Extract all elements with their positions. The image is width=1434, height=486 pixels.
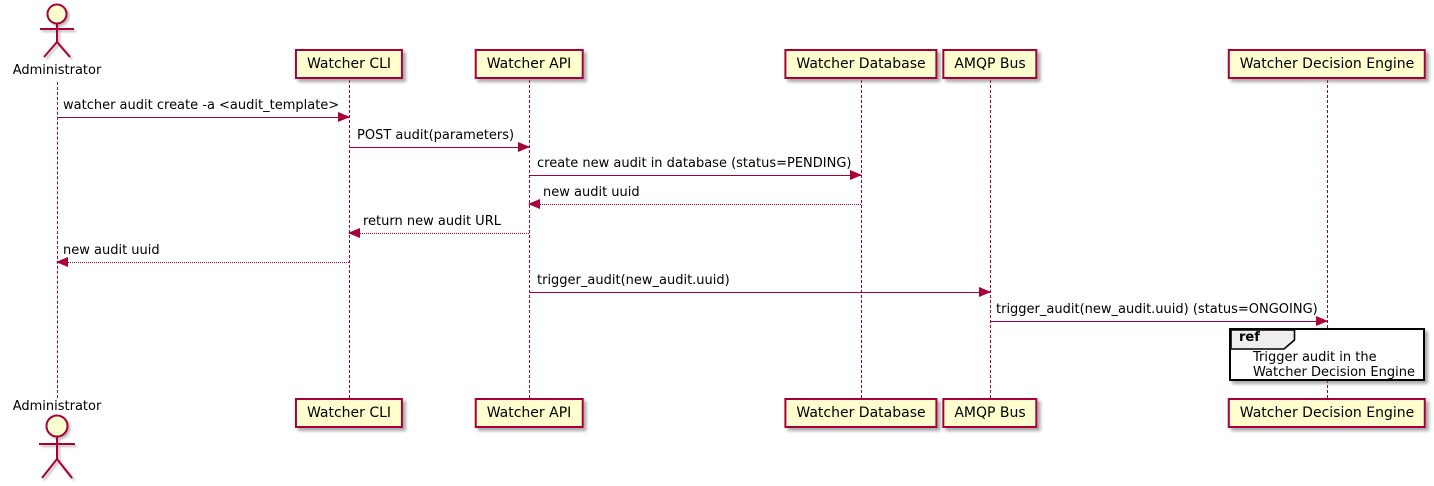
arrowhead-right-icon (850, 170, 862, 180)
participant-amqp-bus-bottom: AMQP Bus (942, 398, 1038, 428)
ref-line-2: Watcher Decision Engine (1253, 365, 1415, 380)
message-label: trigger_audit(new_audit.uuid) (537, 273, 730, 288)
message-label: watcher audit create -a <audit_template> (63, 98, 340, 113)
ref-body: Trigger audit in the Watcher Decision En… (1253, 350, 1415, 380)
ref-fragment: ref Trigger audit in the Watcher Decisio… (1229, 328, 1425, 381)
participant-watcher-decision-engine-bottom: Watcher Decision Engine (1227, 398, 1427, 428)
lifeline-watcher-cli (349, 80, 350, 398)
actor-icon (31, 3, 83, 64)
arrowhead-left-icon (528, 199, 540, 209)
message-label: new audit uuid (543, 185, 640, 200)
participant-watcher-cli-top: Watcher CLI (294, 49, 404, 79)
actor-administrator-label-top: Administrator (12, 63, 102, 78)
message-line (529, 292, 990, 293)
lifeline-watcher-api (529, 80, 530, 398)
message-label: create new audit in database (status=PEN… (537, 156, 852, 171)
message-line (57, 117, 349, 118)
message-line (990, 321, 1327, 322)
ref-header: ref (1230, 329, 1296, 350)
lifeline-watcher-database (861, 80, 862, 398)
ref-keyword: ref (1239, 330, 1260, 345)
participant-watcher-cli-bottom: Watcher CLI (294, 398, 404, 428)
lifeline-amqp-bus (990, 80, 991, 398)
message-line (529, 175, 861, 176)
message-label: trigger_audit(new_audit.uuid) (status=ON… (996, 302, 1318, 317)
message-line (349, 233, 529, 234)
lifeline-watcher-decision-engine (1327, 80, 1328, 398)
participant-watcher-database-top: Watcher Database (784, 49, 938, 79)
participant-watcher-api-bottom: Watcher API (474, 398, 584, 428)
arrowhead-right-icon (1316, 316, 1328, 326)
message-line (349, 147, 529, 148)
message-line (529, 204, 861, 205)
participant-watcher-database-bottom: Watcher Database (784, 398, 938, 428)
participant-watcher-decision-engine-top: Watcher Decision Engine (1227, 49, 1427, 79)
lifeline-administrator (57, 82, 58, 398)
arrowhead-left-icon (56, 257, 68, 267)
participant-watcher-api-top: Watcher API (474, 49, 584, 79)
actor-icon (31, 414, 83, 486)
participant-amqp-bus-top: AMQP Bus (942, 49, 1038, 79)
ref-line-1: Trigger audit in the (1253, 350, 1377, 365)
message-label: return new audit URL (363, 214, 501, 229)
arrowhead-left-icon (348, 228, 360, 238)
message-line (57, 262, 349, 263)
arrowhead-right-icon (979, 287, 991, 297)
arrowhead-right-icon (338, 112, 350, 122)
arrowhead-right-icon (518, 142, 530, 152)
message-label: new audit uuid (63, 243, 160, 258)
actor-administrator-label-bottom: Administrator (12, 399, 102, 414)
message-label: POST audit(parameters) (357, 128, 515, 143)
